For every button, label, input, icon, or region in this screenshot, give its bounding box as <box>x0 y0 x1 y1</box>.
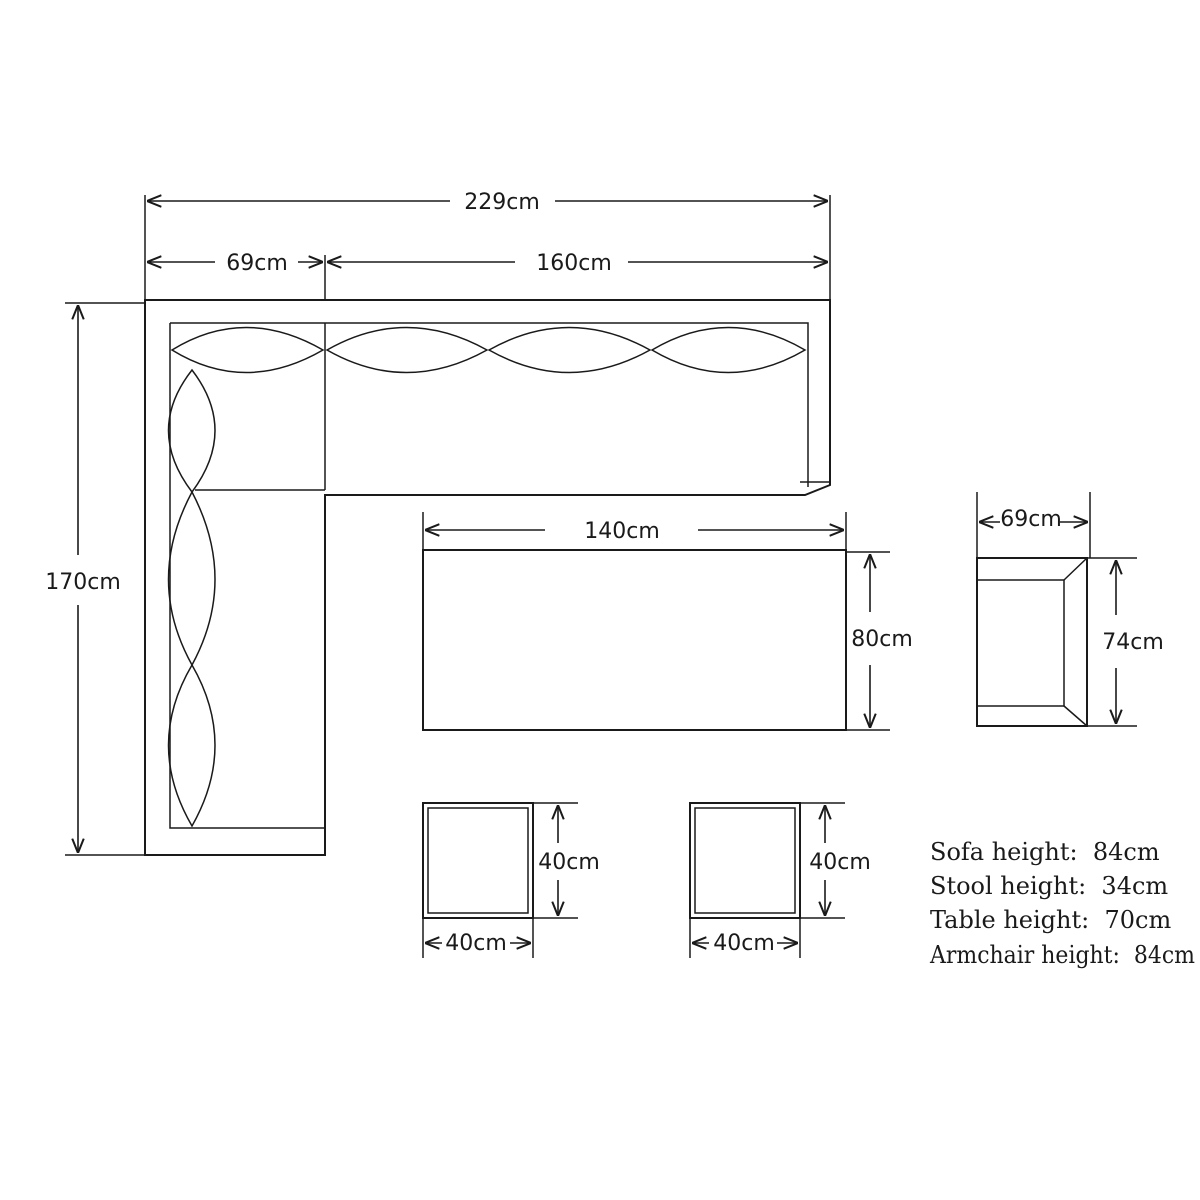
stool-2 <box>689 802 845 958</box>
note-stool-height: Stool height: 34cm <box>930 872 1168 900</box>
note-sofa-height: Sofa height: 84cm <box>930 838 1160 866</box>
label-stool2-depth: 40cm <box>809 850 871 875</box>
sofa-outline <box>144 299 831 856</box>
sofa-dimension-lines <box>65 195 831 856</box>
sofa-back-cushions <box>167 326 807 828</box>
label-stool1-depth: 40cm <box>538 850 600 875</box>
armchair <box>976 492 1137 727</box>
note-table-height: Table height: 70cm <box>930 906 1171 934</box>
label-stool2-width: 40cm <box>713 931 775 956</box>
label-armchair-width: 69cm <box>1000 507 1062 532</box>
label-table-width: 140cm <box>584 519 660 544</box>
label-table-depth: 80cm <box>851 627 913 652</box>
stool-1 <box>422 802 578 958</box>
height-notes: Sofa height: 84cm Stool height: 34cm Tab… <box>929 838 1195 969</box>
coffee-table <box>422 512 890 731</box>
label-armchair-depth: 74cm <box>1102 630 1164 655</box>
label-sofa-depth: 170cm <box>45 570 121 595</box>
label-stool1-width: 40cm <box>445 931 507 956</box>
label-sofa-long-width: 160cm <box>536 251 612 276</box>
note-armchair-height: Armchair height: 84cm <box>929 941 1195 969</box>
label-sofa-total-width: 229cm <box>464 190 540 215</box>
label-sofa-corner-width: 69cm <box>226 251 288 276</box>
